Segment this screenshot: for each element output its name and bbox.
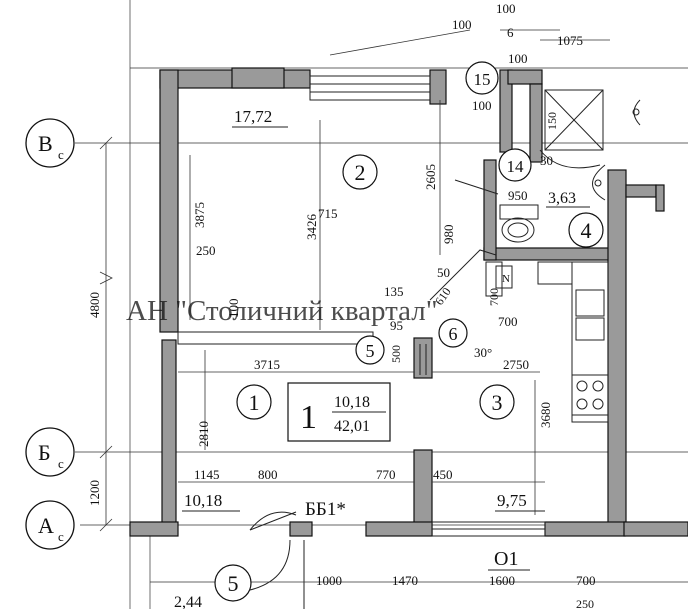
apartment-total-area: 42,01 (334, 418, 370, 435)
dim-700-b: 700 (498, 314, 518, 329)
doors (249, 179, 499, 609)
dim-3715: 3715 (254, 357, 280, 372)
kitchen-counter: N (485, 261, 609, 423)
left-dimension-chain (99, 136, 113, 532)
axis-a-letter: А (38, 513, 54, 538)
area-room-1: 10,18 (184, 491, 222, 510)
balcony-5-marker: 5 (214, 564, 252, 602)
room-3-number: 3 (492, 390, 503, 415)
room-6-number: 6 (449, 324, 458, 344)
room-2-marker: 2 (342, 154, 378, 190)
axis-v-letter: В (38, 131, 53, 156)
dim-1000: 1000 (316, 573, 342, 588)
room-2-number: 2 (355, 160, 366, 185)
axis-a-sub: с (58, 529, 64, 544)
dim-250: 250 (196, 243, 216, 258)
dim-450: 450 (433, 467, 453, 482)
dim-100-a: 100 (452, 17, 472, 32)
dim-2750: 2750 (503, 357, 529, 372)
dim-950: 950 (508, 188, 528, 203)
dim-1145: 1145 (194, 467, 220, 482)
room-5-marker: 5 (355, 335, 385, 365)
dim-95: 95 (390, 318, 403, 333)
dim-700-a: 700 (487, 288, 501, 306)
watermark: АН "Столичний квартал" (126, 295, 438, 327)
room-4-marker: 4 (568, 212, 604, 248)
dim-700-c: 700 (576, 573, 596, 588)
axis-bubble-b: Б с (25, 427, 75, 477)
dim-4800: 4800 (87, 292, 102, 318)
area-room-3: 9,75 (497, 491, 527, 510)
dim-770: 770 (376, 467, 396, 482)
dim-500: 500 (389, 345, 403, 363)
dim-250-b: 250 (576, 597, 594, 609)
dim-150: 150 (545, 112, 559, 130)
dim-6: 6 (507, 25, 514, 40)
dim-50: 50 (437, 265, 450, 280)
room-3-marker: 3 (479, 384, 515, 420)
room-15-number: 15 (474, 70, 491, 89)
dim-1075: 1075 (557, 33, 583, 48)
shower-cabin (539, 89, 604, 169)
dimension-labels: 100 100 6 1075 100 100 150 30 950 2605 3… (87, 1, 596, 609)
angle-mark: 30° (474, 345, 492, 360)
dim-800: 800 (258, 467, 278, 482)
room-4-number: 4 (581, 218, 592, 243)
stove (571, 374, 609, 416)
area-balcony: 2,44 (174, 594, 202, 609)
axis-bubble-a: А с (25, 500, 75, 550)
area-room-4: 3,63 (548, 190, 576, 207)
bb1-mark: ББ1* (305, 499, 346, 520)
dim-1200: 1200 (87, 480, 102, 506)
toilet (499, 204, 539, 243)
window-o1-mark: О1 (494, 548, 518, 570)
dim-100-e: 100 (226, 299, 241, 319)
dim-135: 135 (384, 284, 404, 299)
dim-1600: 1600 (489, 573, 515, 588)
dim-100-d: 100 (472, 98, 492, 113)
room-6-marker: 6 (438, 318, 468, 348)
axis-b-letter: Б (38, 440, 51, 465)
room-5-number: 5 (366, 341, 375, 361)
room-15-marker: 15 (465, 61, 499, 95)
axis-bubble-v: В с (25, 118, 75, 168)
walls (129, 67, 688, 537)
balcony-5-number: 5 (228, 571, 239, 596)
dim-30: 30 (540, 153, 553, 168)
stove-mark: N (502, 273, 510, 285)
room-14-number: 14 (507, 157, 525, 176)
room-1-marker: 1 (236, 384, 272, 420)
dim-3680: 3680 (538, 402, 553, 428)
washbasin (592, 99, 641, 201)
apartment-number: 1 (300, 399, 317, 436)
top-window (309, 29, 471, 101)
dim-980: 980 (441, 225, 456, 245)
dim-3426: 3426 (304, 214, 319, 241)
apartment-living-area: 10,18 (334, 394, 370, 411)
dim-2810: 2810 (196, 421, 211, 447)
dim-715: 715 (318, 206, 338, 221)
room-14-marker: 14 (498, 148, 532, 182)
dim-1470: 1470 (392, 573, 418, 588)
dim-100-c: 100 (508, 51, 528, 66)
axis-v-sub: с (58, 147, 64, 162)
area-room-2: 17,72 (234, 107, 272, 126)
dim-2605: 2605 (423, 164, 438, 190)
dim-100-b: 100 (496, 1, 516, 16)
apartment-info-box: 1 10,18 42,01 (287, 382, 391, 442)
room-1-number: 1 (249, 390, 260, 415)
axis-b-sub: с (58, 456, 64, 471)
dim-3875: 3875 (192, 202, 207, 228)
